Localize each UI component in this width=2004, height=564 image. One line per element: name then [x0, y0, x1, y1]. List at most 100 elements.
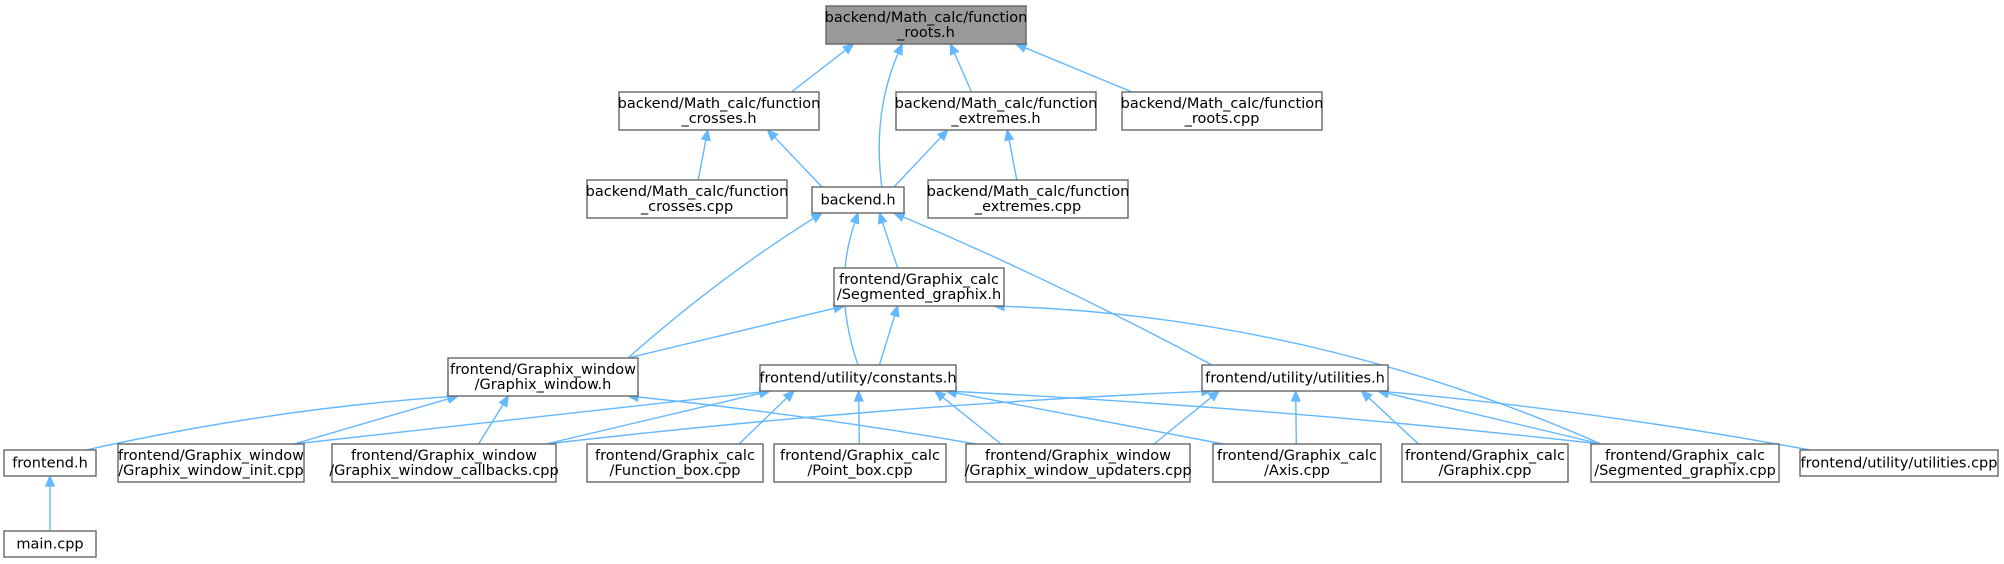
arrowhead-icon: [949, 42, 960, 56]
node-box: [895, 91, 1097, 131]
arrowhead-icon: [933, 390, 947, 402]
node-label: _crosses.cpp: [640, 199, 733, 215]
edge-gwindow_h-to-gw_updaters_cpp: [637, 396, 977, 445]
arrowhead-icon: [1004, 128, 1015, 142]
node-box: [927, 179, 1129, 219]
node-backend-math-calc-function-roots-h[interactable]: backend/Math_calc/function_roots.h: [825, 5, 1028, 45]
arrowhead-icon: [893, 42, 903, 56]
node-label: /Function_box.cpp: [609, 463, 740, 479]
node-frontend-graphix-calc-segmented-graphix-cpp[interactable]: frontend/Graphix_calc/Segmented_graphix.…: [1590, 443, 1780, 483]
node-label: backend/Math_calc/function: [927, 184, 1130, 200]
node-label: frontend/Graphix_calc: [1405, 448, 1565, 464]
edge-utilities_h-to-gw_updaters_cpp: [1153, 396, 1212, 445]
node-frontend-graphix-calc-segmented-graphix-h[interactable]: frontend/Graphix_calc/Segmented_graphix.…: [833, 267, 1005, 307]
node-box: [773, 443, 947, 483]
node-box: [825, 5, 1027, 45]
node-label: backend/Math_calc/function: [1121, 96, 1324, 112]
arrowhead-icon: [782, 389, 796, 403]
node-box: [1212, 443, 1382, 483]
node-label: frontend/Graphix_window: [985, 448, 1171, 464]
node-box: [833, 267, 1005, 307]
node-label: frontend/Graphix_calc: [595, 448, 755, 464]
arrowhead-icon: [498, 394, 510, 408]
edge-constants_h-to-axis_cpp: [955, 392, 1224, 445]
edge-constants_h-to-function_box_cpp: [738, 397, 788, 445]
node-frontend-graphix-calc-point-box-cpp[interactable]: frontend/Graphix_calc/Point_box.cpp: [773, 443, 947, 483]
node-box: [331, 443, 557, 483]
arrowhead-icon: [1290, 389, 1301, 402]
edge-gwindow_h-to-gw_callbacks_cpp: [478, 404, 504, 445]
node-label: /Graphix.cpp: [1439, 463, 1532, 479]
node-box: [811, 186, 905, 214]
file-nodes: backend/Math_calc/function_roots.hbacken…: [3, 5, 1999, 558]
node-box: [447, 357, 639, 397]
node-frontend-graphix-window-graphix-window-init-cpp[interactable]: frontend/Graphix_window/Graphix_window_i…: [117, 443, 305, 483]
node-label: frontend/Graphix_calc: [780, 448, 940, 464]
arrowhead-icon: [766, 128, 779, 142]
node-label: backend/Math_calc/function: [895, 96, 1098, 112]
node-frontend-utility-utilities-h[interactable]: frontend/utility/utilities.h: [1201, 364, 1389, 392]
dependency-edges: [44, 42, 1811, 531]
node-label: /Graphix_window_updaters.cpp: [964, 463, 1191, 479]
node-label: _roots.cpp: [1184, 111, 1260, 127]
node-frontend-graphix-calc-function-box-cpp[interactable]: frontend/Graphix_calc/Function_box.cpp: [586, 443, 764, 483]
edge-segmented_h-to-constants_h: [878, 315, 896, 366]
node-frontend-graphix-calc-graphix-cpp[interactable]: frontend/Graphix_calc/Graphix.cpp: [1401, 443, 1569, 483]
edge-constants_h-to-gw_callbacks_cpp: [545, 392, 761, 445]
edge-roots_h-to-backend_h: [878, 52, 899, 188]
arrowhead-icon: [1360, 389, 1373, 402]
node-frontend-graphix-window-graphix-window-callbacks-cpp[interactable]: frontend/Graphix_window/Graphix_window_c…: [329, 443, 559, 483]
node-box: [586, 443, 764, 483]
edge-roots_h-to-roots_cpp: [1024, 47, 1133, 93]
arrowhead-icon: [810, 212, 824, 223]
arrowhead-icon: [1014, 43, 1028, 53]
edge-constants_h-to-segmented_cpp: [955, 390, 1602, 445]
edge-roots_h-to-extremes_h: [953, 52, 973, 93]
node-label: /Graphix_window_init.cpp: [118, 463, 303, 479]
node-box: [1590, 443, 1780, 483]
arrowhead-icon: [892, 212, 906, 222]
node-backend-math-calc-function-roots-cpp[interactable]: backend/Math_calc/function_roots.cpp: [1121, 91, 1324, 131]
edge-utilities_h-to-utilities_cpp: [1387, 391, 1811, 451]
node-backend-h[interactable]: backend.h: [811, 186, 905, 214]
edge-crosses_h-to-crosses_cpp: [697, 139, 707, 181]
node-box: [3, 530, 97, 558]
node-frontend-utility-utilities-cpp[interactable]: frontend/utility/utilities.cpp: [1799, 449, 1999, 477]
node-backend-math-calc-function-extremes-cpp[interactable]: backend/Math_calc/function_extremes.cpp: [927, 179, 1130, 219]
node-frontend-h[interactable]: frontend.h: [3, 449, 97, 477]
arrowhead-icon: [700, 128, 711, 142]
node-label: frontend/Graphix_calc: [839, 272, 999, 288]
node-label: backend.h: [820, 193, 895, 209]
node-label: _extremes.h: [950, 111, 1040, 127]
node-label: frontend/utility/constants.h: [759, 371, 956, 387]
node-frontend-graphix-calc-axis-cpp[interactable]: frontend/Graphix_calc/Axis.cpp: [1212, 443, 1382, 483]
node-backend-math-calc-function-crosses-h[interactable]: backend/Math_calc/function_crosses.h: [618, 91, 821, 131]
node-frontend-utility-constants-h[interactable]: frontend/utility/constants.h: [759, 364, 957, 392]
edge-crosses_h-to-backend_h: [774, 136, 823, 188]
node-backend-math-calc-function-extremes-h[interactable]: backend/Math_calc/function_extremes.h: [895, 91, 1098, 131]
node-main-cpp[interactable]: main.cpp: [3, 530, 97, 558]
node-frontend-graphix-window-graphix-window-h[interactable]: frontend/Graphix_window/Graphix_window.h: [447, 357, 639, 397]
node-label: /Graphix_window_callbacks.cpp: [329, 463, 558, 479]
node-label: /Point_box.cpp: [807, 463, 912, 479]
node-label: main.cpp: [16, 537, 83, 553]
edge-gwindow_h-to-frontend_h: [85, 396, 449, 451]
node-label: /Graphix_window.h: [475, 377, 612, 393]
edge-roots_h-to-crosses_h: [791, 49, 847, 93]
edge-utilities_h-to-graphix_cpp: [1368, 397, 1419, 445]
node-label: _extremes.cpp: [974, 199, 1081, 215]
node-label: frontend/Graphix_window: [450, 362, 636, 378]
node-label: /Segmented_graphix.h: [837, 287, 1001, 303]
node-label: frontend/Graphix_calc: [1217, 448, 1377, 464]
node-label: frontend/Graphix_window: [351, 448, 537, 464]
edge-utilities_h-to-gw_callbacks_cpp: [545, 390, 1203, 445]
node-box: [1401, 443, 1569, 483]
node-frontend-graphix-window-graphix-window-updaters-cpp[interactable]: frontend/Graphix_window/Graphix_window_u…: [964, 443, 1192, 483]
edge-constants_h-to-point_box_cpp: [858, 400, 860, 445]
node-backend-math-calc-function-crosses-cpp[interactable]: backend/Math_calc/function_crosses.cpp: [586, 179, 789, 219]
edge-backend_h-to-gwindow_h: [627, 217, 814, 359]
edge-utilities_h-to-axis_cpp: [1295, 400, 1297, 445]
node-box: [1799, 449, 1999, 477]
node-box: [1201, 364, 1389, 392]
